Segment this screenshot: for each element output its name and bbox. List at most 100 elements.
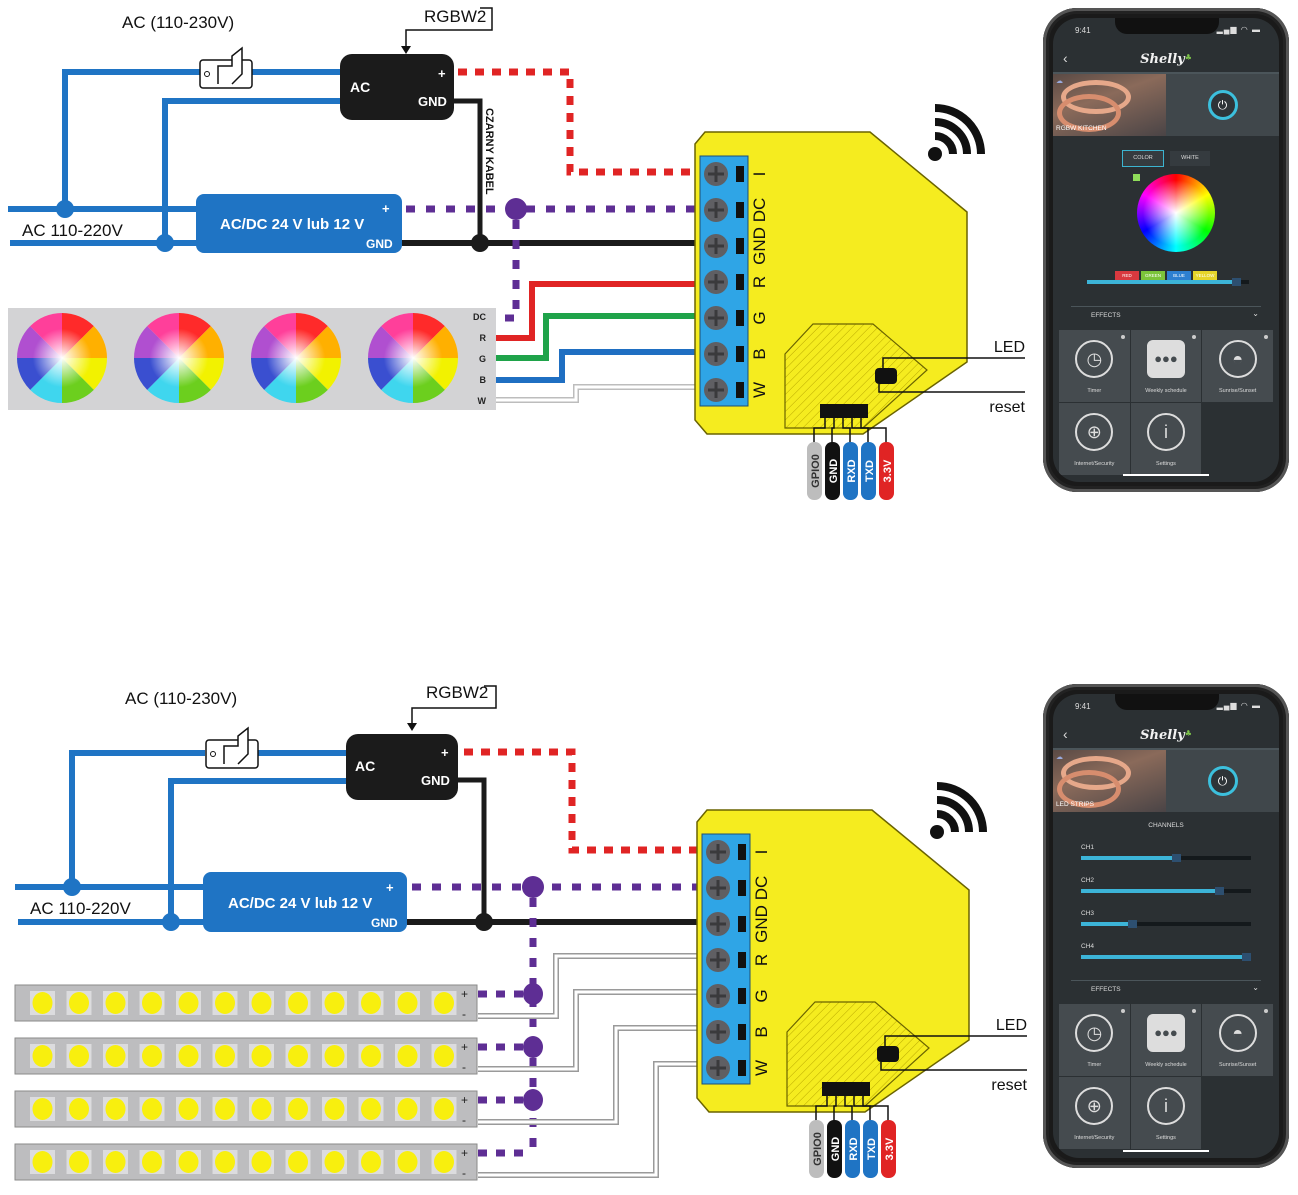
screw-slot xyxy=(710,1024,726,1040)
led-chip xyxy=(251,992,272,1014)
terminal-gnd: GND xyxy=(704,227,769,265)
led-chip xyxy=(324,992,345,1014)
chevron-down-icon[interactable]: ⌄ xyxy=(1252,309,1259,318)
tile-label: Timer xyxy=(1087,388,1102,394)
power-icon[interactable]: ⏻ xyxy=(1207,90,1238,120)
led-chip xyxy=(324,1098,345,1120)
tab-color[interactable]: COLOR xyxy=(1122,150,1164,167)
clock-icon: ◷ xyxy=(1075,1014,1114,1052)
strip-plus-label: + xyxy=(461,1146,468,1160)
tile-internet-security[interactable]: ⊕Internet/Security xyxy=(1059,403,1130,475)
led-chip xyxy=(361,1045,381,1067)
back-icon[interactable]: ‹ xyxy=(1063,50,1068,66)
terminal-r: R xyxy=(706,948,771,972)
tile-weekly-schedule[interactable]: ●●●Weekly schedule xyxy=(1130,330,1202,402)
power-icon[interactable]: ⏻ xyxy=(1207,766,1238,796)
led-chip xyxy=(142,1151,162,1173)
led-chip xyxy=(251,1098,272,1120)
status-time: 9:41 xyxy=(1075,702,1091,711)
terminal-r: R xyxy=(704,270,769,294)
wifi-icon xyxy=(930,782,987,839)
tab-white[interactable]: WHITE xyxy=(1170,151,1210,166)
color-chip-yellow[interactable]: YELLOW xyxy=(1193,271,1217,280)
channel-slider-ch2[interactable] xyxy=(1081,887,1251,895)
pointer-line xyxy=(405,7,493,52)
channel-slider-ch4[interactable] xyxy=(1081,953,1251,961)
terminal-label: W xyxy=(750,382,769,398)
junction-dot xyxy=(56,200,74,218)
color-chip-blue[interactable]: BLUE xyxy=(1167,271,1191,280)
pin-label: RXD xyxy=(848,1137,860,1160)
brightness-slider[interactable] xyxy=(1087,278,1249,286)
tile-sunrise-sunset[interactable]: ◓Sunrise/Sunset xyxy=(1202,330,1273,402)
color-wheel[interactable] xyxy=(1137,174,1215,252)
single-color-strips: +-+-+-+- xyxy=(14,983,543,1181)
slider-thumb[interactable] xyxy=(1214,887,1224,895)
pin-33v xyxy=(879,442,894,500)
ac-switched-label: AC (110-230V) xyxy=(122,13,234,32)
pin-gnd xyxy=(827,1120,842,1178)
slider-thumb[interactable] xyxy=(1231,278,1241,286)
ac-terminal-label: AC xyxy=(350,79,370,95)
channel-slider-ch1[interactable] xyxy=(1081,854,1251,862)
screw-slot xyxy=(708,238,724,254)
terminal-b: B xyxy=(704,342,769,366)
screw-slot xyxy=(710,1060,726,1076)
globe-icon: ⊕ xyxy=(1075,413,1114,451)
tile-timer[interactable]: ◷Timer xyxy=(1059,330,1130,402)
chevron-down-icon[interactable]: ⌄ xyxy=(1252,983,1259,992)
led-chip xyxy=(142,992,162,1014)
terminal-label: GND xyxy=(750,227,769,265)
terminal-label: G xyxy=(750,311,769,324)
info-icon: i xyxy=(1146,413,1185,451)
pin-lead xyxy=(851,418,869,444)
pin-label: GND xyxy=(828,459,840,484)
tile-weekly-schedule[interactable]: ●●●Weekly schedule xyxy=(1130,1004,1202,1076)
led-chip xyxy=(69,1151,89,1173)
cloud-icon: ☁ xyxy=(1056,754,1063,761)
ac-wiring xyxy=(8,69,342,246)
dc-strip-wire xyxy=(496,220,520,322)
back-icon[interactable]: ‹ xyxy=(1063,726,1068,742)
terminal-label: B xyxy=(752,1026,771,1037)
led-line xyxy=(882,357,1025,368)
color-chip-green[interactable]: GREEN xyxy=(1141,271,1165,280)
screw-slot xyxy=(708,202,724,218)
effects-section[interactable]: EFFECTS ⌄ xyxy=(1071,306,1261,325)
rgb-led xyxy=(17,313,108,403)
leaf-icon: ♣ xyxy=(1184,52,1192,62)
plus-terminal-label: + xyxy=(441,745,449,760)
channel-slider-ch3[interactable] xyxy=(1081,920,1251,928)
phone-color-mode: 9:41 ▂▄▆ ◠ ▬ ‹ Shelly♣ ☁ RGBW KITCHEN ⏻ … xyxy=(1043,8,1289,492)
home-indicator xyxy=(1123,1150,1209,1152)
tile-sunrise-sunset[interactable]: ◓Sunrise/Sunset xyxy=(1202,1004,1273,1076)
device-name: LED STRIPS xyxy=(1056,801,1094,808)
slider-thumb[interactable] xyxy=(1241,953,1251,961)
tile-timer[interactable]: ◷Timer xyxy=(1059,1004,1130,1076)
led-chip xyxy=(69,1098,89,1120)
screw-slot xyxy=(708,310,724,326)
tile-internet-security[interactable]: ⊕Internet/Security xyxy=(1059,1077,1130,1149)
color-chip-red[interactable]: RED xyxy=(1115,271,1139,280)
single-color-strips-wiring-diagram: AC 110-220V AC (110-230V) RGBW2 AC + GND… xyxy=(14,683,1028,1181)
pin-label: RXD xyxy=(846,459,858,482)
effects-section[interactable]: EFFECTS ⌄ xyxy=(1071,980,1261,999)
device-label: RGBW2 xyxy=(424,7,486,26)
junction-dot xyxy=(475,913,493,931)
pointer-line xyxy=(411,685,497,728)
slider-thumb[interactable] xyxy=(1172,854,1182,862)
channel-wires xyxy=(478,953,700,1178)
pin-lead xyxy=(831,418,835,444)
led-chip xyxy=(251,1045,272,1067)
power-supply-block: AC/DC 24 V lub 12 V + GND xyxy=(203,872,407,932)
shelly-logo: Shelly♣ xyxy=(1053,728,1279,743)
pin-label: TXD xyxy=(866,1138,878,1160)
led-chip xyxy=(215,1045,235,1067)
ac-source-label: AC 110-220V xyxy=(30,899,131,918)
slider-thumb[interactable] xyxy=(1128,920,1137,928)
status-time: 9:41 xyxy=(1075,26,1091,35)
